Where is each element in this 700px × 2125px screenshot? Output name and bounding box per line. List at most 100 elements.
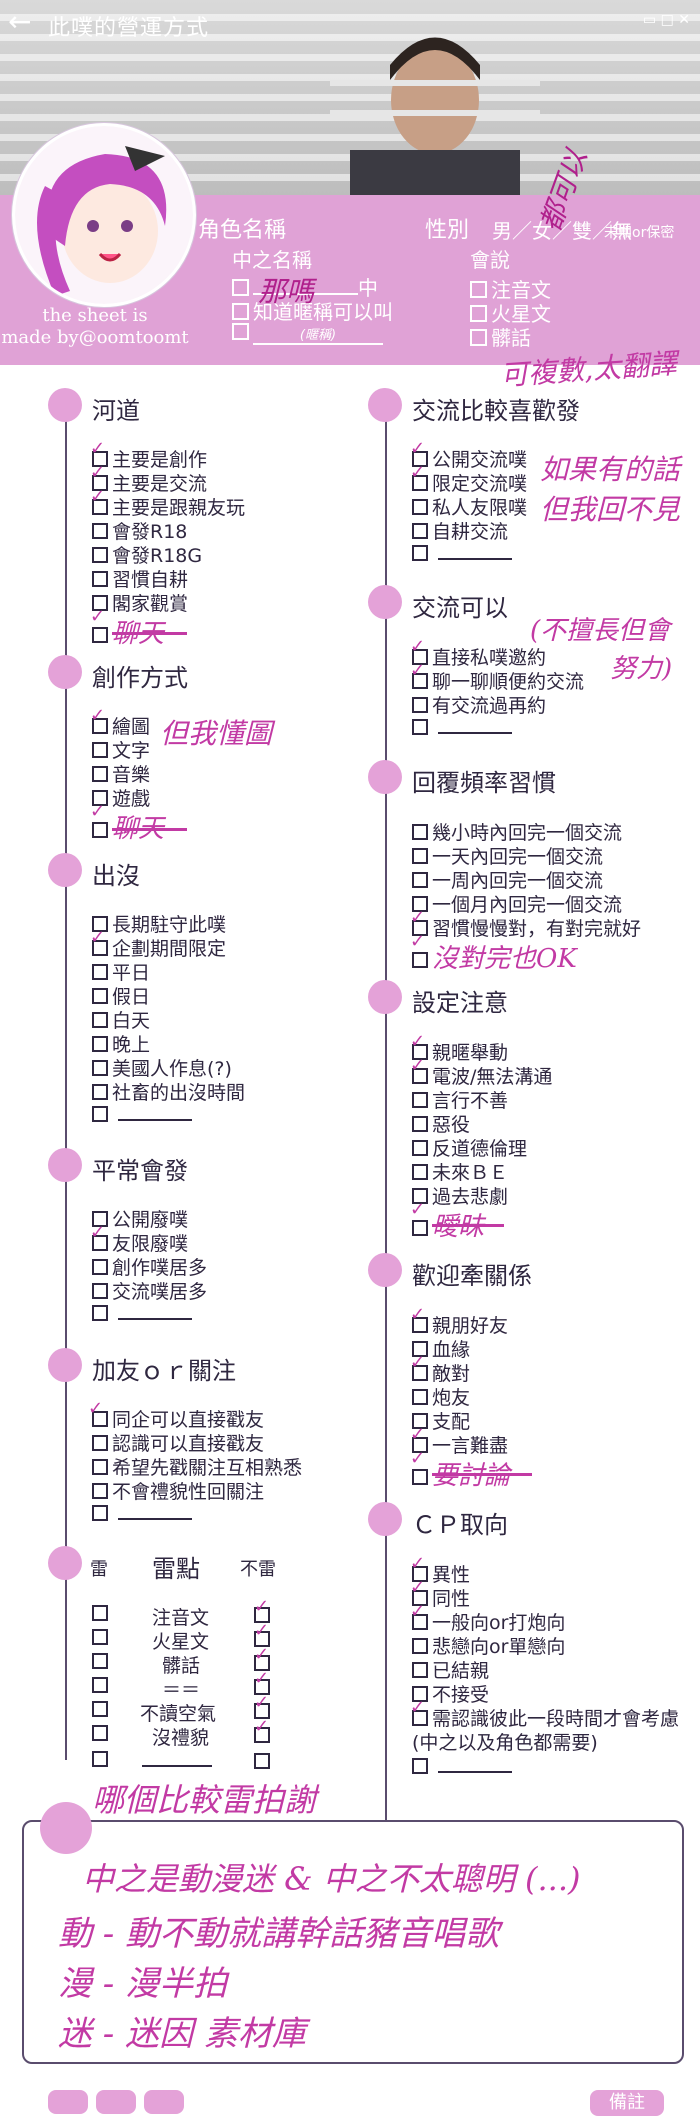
option-setting-2[interactable]: 電波/無法溝通 [412,1062,552,1089]
language-option-1[interactable]: 注音文 [470,274,551,303]
option-appearance-1[interactable]: 長期駐守此噗 [92,910,226,937]
option-creation-4[interactable]: 遊戲 [92,784,150,811]
notes-dot [40,1802,92,1854]
landmine-row-4[interactable]: ＝＝ [92,1675,282,1701]
option-appearance-4[interactable]: 假日 [92,982,150,1009]
option-creation-2[interactable]: 文字 [92,736,150,763]
landmine-row-2[interactable]: 火星文 [92,1627,282,1653]
option-setting-4[interactable]: 惡役 [412,1110,470,1137]
option-usual-1[interactable]: 公開廢噗 [92,1205,188,1232]
option-cp-4[interactable]: 悲戀向or單戀向 [412,1632,565,1659]
option-cp-3[interactable]: 一般向or打炮向 [412,1608,565,1635]
option-friend-2[interactable]: 認識可以直接戳友 [92,1429,264,1456]
left-column-line [65,420,67,1760]
check-mark: ✓ [90,438,106,459]
landmine-row-5[interactable]: 不讀空氣 [92,1699,282,1725]
option-hedao-5[interactable]: 會發R18G [92,541,202,568]
option-friend-blank[interactable] [92,1503,192,1525]
option-relation-4[interactable]: 炮友 [412,1383,470,1410]
option-exchange-2[interactable]: 聊一聊順便約交流 [412,667,584,694]
option-hedao-7[interactable]: 閣家觀賞 [92,589,188,616]
option-hedao-3[interactable]: 主要是跟親友玩 [92,493,245,520]
arrow-left-icon[interactable]: ← [8,5,32,38]
option-appearance-8[interactable]: 社畜的出沒時間 [92,1078,245,1105]
option-friend-4[interactable]: 不會禮貌性回關注 [92,1477,264,1504]
option-setting-7[interactable]: 過去悲劇 [412,1182,508,1209]
landmine-col-left: 雷 [90,1559,108,1580]
option-setting-5[interactable]: 反道德倫理 [412,1134,527,1161]
notes-box[interactable]: 中之是動漫迷 & 中之不太聰明 (...) 動 - 動不動就講幹話豬音唱歌 漫 … [22,1820,684,2064]
option-relation-7[interactable]: 要討論 [412,1455,510,1492]
option-reply-4[interactable]: 一個月內回完一個交流 [412,890,622,917]
photo-figure [330,37,540,195]
option-hedao-4[interactable]: 會發R18 [92,517,187,544]
option-cp-1[interactable]: 異性 [412,1560,470,1587]
language-option-3[interactable]: 髒話 [470,322,531,351]
option-hedao-2[interactable]: 主要是交流 [92,469,207,496]
option-exchange-3[interactable]: 有交流過再約 [412,691,546,718]
option-relation-5[interactable]: 支配 [412,1407,470,1434]
landmine-row-3[interactable]: 髒話 [92,1651,282,1677]
option-reply-2[interactable]: 一天內回完一個交流 [412,842,603,869]
footer-pill-3[interactable] [144,2090,184,2114]
option-prefer-3[interactable]: 私人友限噗 [412,493,527,520]
option-reply-5[interactable]: 習慣慢慢對，有對完就好 [412,914,641,941]
option-prefer-4[interactable]: 自耕交流 [412,517,508,544]
option-appearance-2[interactable]: 企劃期間限定 [92,934,226,961]
language-option-2[interactable]: 火星文 [470,298,551,327]
option-usual-3[interactable]: 創作噗居多 [92,1253,207,1280]
option-appearance-7[interactable]: 美國人作息(?) [92,1054,232,1081]
section-title-setting-notes: 設定注意 [412,989,508,1017]
option-relation-2[interactable]: 血緣 [412,1335,470,1362]
option-usual-blank[interactable] [92,1303,192,1325]
option-appearance-5[interactable]: 白天 [92,1006,150,1033]
option-usual-2[interactable]: 友限廢噗 [92,1229,188,1256]
option-reply-6[interactable]: 沒對完也OK [412,938,577,975]
landmine-row-6[interactable]: 沒禮貌 [92,1723,282,1749]
option-friend-1[interactable]: 同企可以直接戳友 [92,1405,264,1432]
section-dot [368,1253,402,1287]
option-setting-6[interactable]: 未來ＢＥ [412,1158,508,1185]
nickname-option-2[interactable]: 知道暱稱可以叫 [232,296,393,325]
option-setting-3[interactable]: 言行不善 [412,1086,508,1113]
remark-button[interactable]: 備註 [590,2090,664,2116]
option-appearance-3[interactable]: 平日 [92,958,150,985]
section-title-welcome-relation: 歡迎牽關係 [412,1262,532,1290]
option-cp-5[interactable]: 已結親 [412,1656,489,1683]
option-reply-3[interactable]: 一周內回完一個交流 [412,866,603,893]
footer-pill-1[interactable] [48,2090,88,2114]
option-cp-6[interactable]: 不接受 [412,1680,489,1707]
section-dot [48,1148,82,1182]
option-prefer-2[interactable]: 限定交流噗 [412,469,527,496]
landmine-row-7[interactable] [92,1749,282,1771]
option-exchange-blank[interactable] [412,717,512,739]
option-creation-3[interactable]: 音樂 [92,760,150,787]
landmine-row-1[interactable]: 注音文 [92,1603,282,1629]
option-creation-1[interactable]: 繪圖 [92,712,150,739]
footer-pill-2[interactable] [96,2090,136,2114]
option-reply-1[interactable]: 幾小時內回完一個交流 [412,818,622,845]
nickname-option-3[interactable]: (暱稱) [232,320,383,345]
option-usual-4[interactable]: 交流噗居多 [92,1277,207,1304]
hand-exchange-note-2: 努力) [610,654,673,684]
option-appearance-6[interactable]: 晚上 [92,1030,150,1057]
strike-line [112,632,187,635]
option-relation-1[interactable]: 親朋好友 [412,1311,508,1338]
option-relation-3[interactable]: 敵對 [412,1359,470,1386]
option-hedao-6[interactable]: 習慣自耕 [92,565,188,592]
option-friend-3[interactable]: 希望先戳關注互相熟悉 [92,1453,302,1480]
option-prefer-blank[interactable] [412,543,512,565]
option-setting-8[interactable]: 曖昧 [412,1206,484,1243]
option-exchange-1[interactable]: 直接私噗邀約 [412,643,546,670]
check-mark: ✓ [410,438,426,459]
option-setting-1[interactable]: 親暱舉動 [412,1038,508,1065]
option-cp-7[interactable]: 需認識彼此一段時間才會考慮 [412,1704,679,1731]
option-hedao-1[interactable]: 主要是創作 [92,445,207,472]
section-title-prefer-post: 交流比較喜歡發 [412,397,580,425]
option-cp-2[interactable]: 同性 [412,1584,470,1611]
option-cp-blank[interactable] [412,1756,512,1778]
nickname-option-1[interactable]: 中 [232,272,378,301]
option-relation-6[interactable]: 一言難盡 [412,1431,508,1458]
option-prefer-1[interactable]: 公開交流噗 [412,445,527,472]
option-appearance-blank[interactable] [92,1104,192,1126]
